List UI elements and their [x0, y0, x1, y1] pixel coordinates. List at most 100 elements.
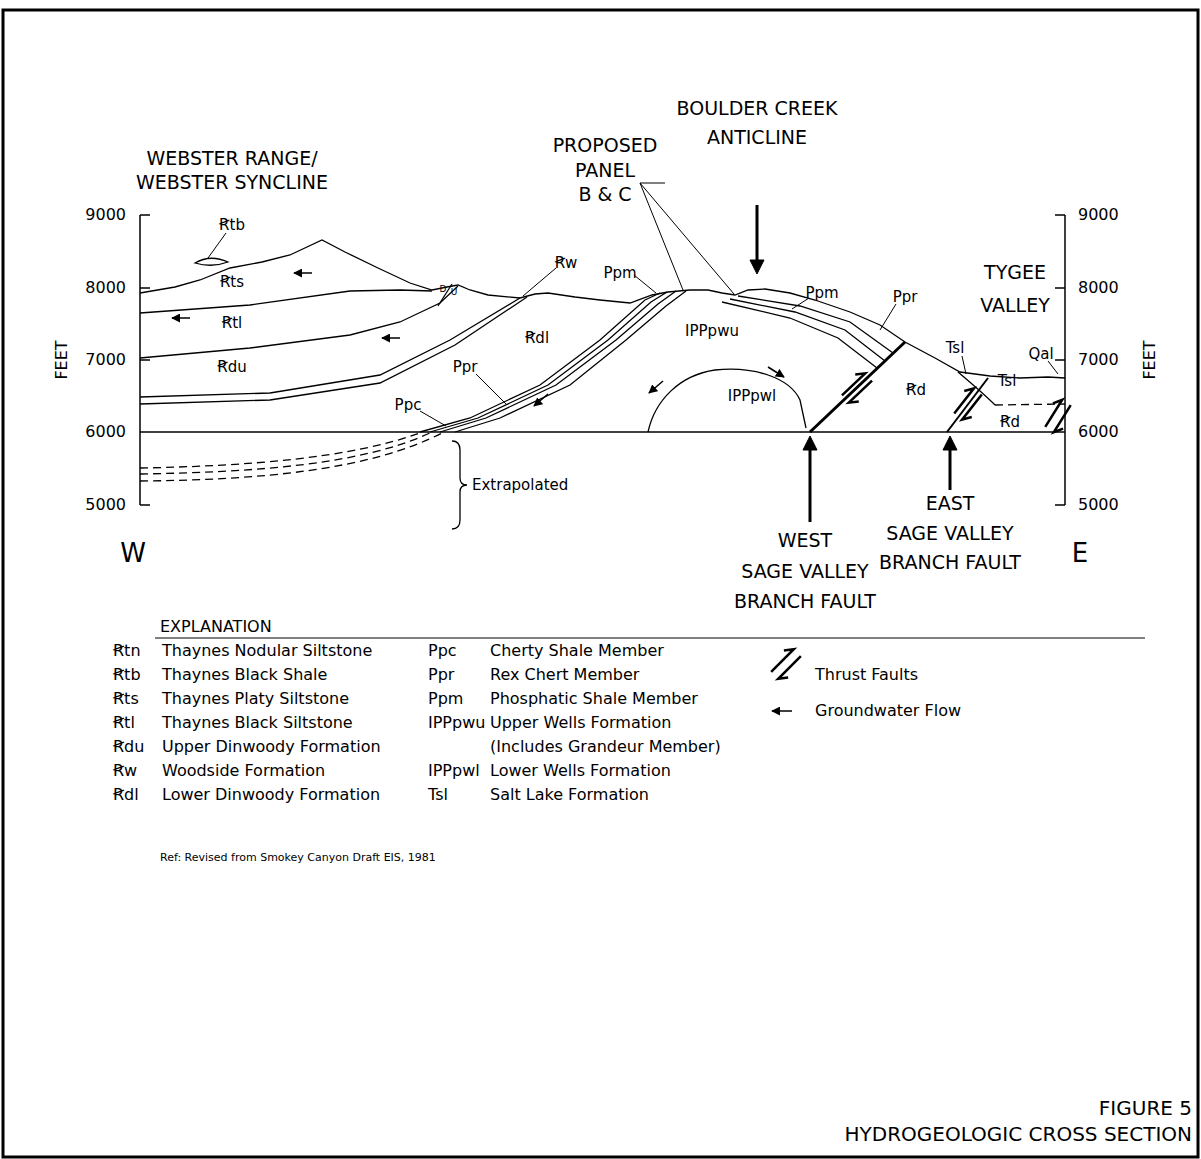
- thrust-half-arrow: [849, 381, 876, 407]
- unit-symbol: Ꞧw: [113, 763, 137, 779]
- unit-label: IPPpwl: [728, 389, 776, 404]
- extrapolation-note: Extrapolated: [472, 478, 568, 493]
- axes: [140, 215, 1065, 505]
- axis-value: 6000: [85, 424, 126, 440]
- fault-title: BRANCH FAULT: [734, 592, 876, 611]
- axis-tick: [140, 214, 150, 216]
- axis-value: 5000: [1078, 497, 1119, 513]
- unit-name: Rex Chert Member: [490, 667, 639, 683]
- explanation-heading: EXPLANATION: [160, 619, 272, 635]
- buried-contact: [995, 404, 1065, 405]
- legend-flow-sample: [772, 710, 792, 712]
- flow-arrow: [294, 272, 312, 274]
- contact-line: [648, 369, 806, 432]
- pointer-arrows: [750, 205, 957, 522]
- unit-label: Ꞧdu: [217, 360, 246, 375]
- leader-lines: [208, 183, 1058, 426]
- thrust-symbol: [949, 385, 986, 424]
- unit-label: Ꞧd: [906, 383, 926, 398]
- unit-label: Ppc: [395, 398, 422, 413]
- unit-name: Salt Lake Formation: [490, 787, 649, 803]
- leader-line: [640, 183, 734, 294]
- leader-line: [640, 183, 683, 290]
- unit-name: Upper Dinwoody Formation: [162, 739, 381, 755]
- flow-arrow: [382, 337, 400, 339]
- unit-label: Ꞧw: [555, 256, 578, 271]
- callout-title: B & C: [578, 185, 631, 204]
- unit-name: Thaynes Platy Siltstone: [162, 691, 349, 707]
- thrust-half-arrow: [778, 656, 805, 683]
- unit-note: (Includes Grandeur Member): [490, 739, 721, 755]
- pointer-head: [803, 436, 817, 450]
- thrust-symbol: [838, 369, 876, 407]
- axis-value: 5000: [85, 497, 126, 513]
- axis-tick: [1055, 359, 1065, 361]
- unit-name: Thaynes Black Shale: [162, 667, 327, 683]
- axis-value: 9000: [1078, 207, 1119, 223]
- unit-symbol: Ꞧts: [113, 691, 139, 707]
- thrust-half-arrow: [1054, 405, 1076, 435]
- thrust-symbol: [1040, 397, 1076, 436]
- legend-rule: [155, 638, 1145, 639]
- contact-line: [722, 302, 877, 368]
- unit-label: Tsl: [998, 374, 1017, 389]
- page-frame: [3, 10, 1198, 1157]
- unit-symbol: Ppm: [428, 691, 463, 707]
- figure-title: HYDROGEOLOGIC CROSS SECTION: [844, 1124, 1192, 1144]
- unit-label: Qal: [1028, 347, 1053, 362]
- direction-label: E: [1072, 540, 1088, 566]
- unit-symbol: Ppr: [428, 667, 454, 683]
- contact-line: [140, 297, 527, 404]
- unit-symbol: Tsl: [428, 787, 448, 803]
- unit-label: Ppr: [453, 360, 478, 375]
- axis-tick: [1055, 504, 1065, 506]
- contact-line: [440, 291, 676, 432]
- contact-line: [430, 292, 667, 432]
- structure-title: ANTICLINE: [707, 128, 807, 147]
- legend-art: [155, 638, 1145, 711]
- unit-symbol: IPPpwu: [428, 715, 485, 731]
- leader-line: [208, 233, 226, 258]
- leader-line: [962, 356, 966, 374]
- unit-label: Ppm: [603, 266, 636, 281]
- axis-tick: [140, 504, 150, 506]
- direction-label: W: [120, 540, 146, 566]
- leader-line: [1048, 361, 1058, 374]
- region-title: WEBSTER RANGE/: [146, 149, 317, 168]
- legend-thrust-sample: [767, 645, 805, 683]
- contact-line: [140, 290, 432, 313]
- unit-symbol: Ꞧtl: [113, 715, 135, 731]
- thrust-half-arrow: [962, 394, 986, 423]
- pointer-head: [943, 436, 957, 450]
- flow-arrow: [534, 394, 548, 406]
- unit-symbol: Ꞧdl: [113, 787, 139, 803]
- flow-arrows: [172, 273, 784, 406]
- thrust-fault: [810, 342, 905, 432]
- axis-tick: [140, 359, 150, 361]
- axis-value: 7000: [1078, 352, 1119, 368]
- unit-symbol: Ꞧtb: [113, 667, 141, 683]
- contact-line: [730, 299, 885, 361]
- region-title: WEBSTER SYNCLINE: [136, 173, 328, 192]
- pointer-shaft: [756, 205, 759, 262]
- region-title: TYGEE: [984, 263, 1046, 282]
- flow-arrow: [768, 367, 784, 377]
- fault-side-label: D: [440, 285, 447, 294]
- geology-lines: [140, 240, 1065, 529]
- unit-name: Woodside Formation: [162, 763, 325, 779]
- flow-arrow: [649, 381, 663, 393]
- unit-symbol: IPPpwl: [428, 763, 480, 779]
- axis-value: 8000: [1078, 280, 1119, 296]
- fault-title: WEST: [778, 531, 832, 550]
- contact-line: [420, 293, 660, 432]
- minor-fault: [438, 284, 452, 306]
- contact-line: [455, 291, 686, 432]
- faults: [810, 342, 1076, 435]
- flow-arrow: [172, 317, 190, 319]
- fault-side-label: U: [451, 288, 458, 297]
- leader-line: [523, 268, 556, 296]
- unit-name: Phosphatic Shale Member: [490, 691, 698, 707]
- unit-label: Ppr: [893, 290, 918, 305]
- structure-title: BOULDER CREEK: [677, 99, 838, 118]
